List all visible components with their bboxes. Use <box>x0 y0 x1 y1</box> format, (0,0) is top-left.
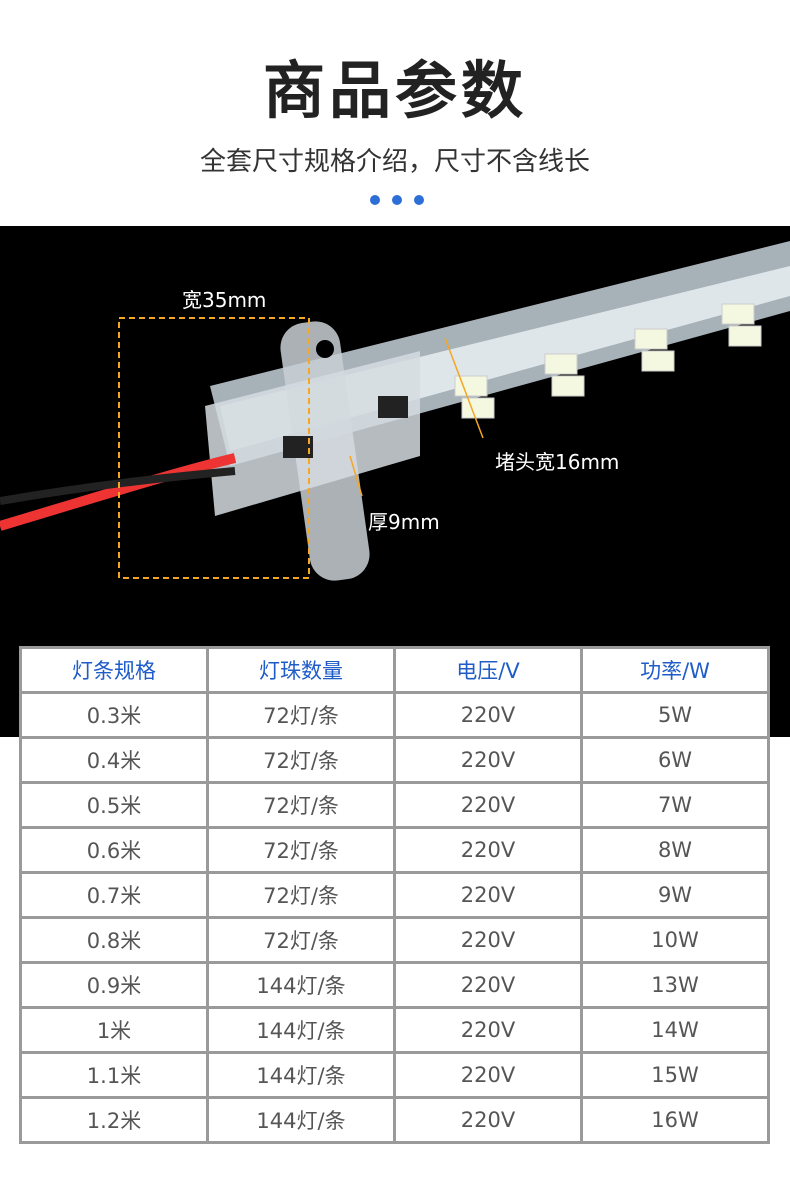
table-cell: 7W <box>580 781 770 829</box>
table-cell: 6W <box>580 736 770 784</box>
table-cell: 220V <box>393 961 583 1009</box>
table-cell: 144灯/条 <box>206 961 396 1009</box>
led-strip-image <box>0 241 790 581</box>
table-cell: 220V <box>393 1006 583 1054</box>
page-title: 商品参数 <box>262 54 527 127</box>
column-header: 灯珠数量 <box>206 646 396 694</box>
table-cell: 72灯/条 <box>206 826 396 874</box>
table-cell: 0.5米 <box>19 781 209 829</box>
table-cell: 220V <box>393 916 583 964</box>
table-cell: 15W <box>580 1051 770 1099</box>
table-cell: 144灯/条 <box>206 1006 396 1054</box>
table-cell: 220V <box>393 1096 583 1144</box>
table-cell: 5W <box>580 691 770 739</box>
table-cell: 220V <box>393 871 583 919</box>
table-cell: 14W <box>580 1006 770 1054</box>
column-header: 功率/W <box>580 646 770 694</box>
table-cell: 1.1米 <box>19 1051 209 1099</box>
column-header: 电压/V <box>393 646 583 694</box>
table-cell: 220V <box>393 736 583 784</box>
table-cell: 0.6米 <box>19 826 209 874</box>
table-cell: 13W <box>580 961 770 1009</box>
table-cell: 72灯/条 <box>206 871 396 919</box>
table-cell: 220V <box>393 1051 583 1099</box>
table-cell: 72灯/条 <box>206 916 396 964</box>
table-cell: 72灯/条 <box>206 781 396 829</box>
decorative-dots <box>370 195 424 205</box>
table-cell: 220V <box>393 826 583 874</box>
width-label: 宽35mm <box>182 288 267 312</box>
table-cell: 0.9米 <box>19 961 209 1009</box>
table-cell: 16W <box>580 1096 770 1144</box>
table-cell: 1.2米 <box>19 1096 209 1144</box>
thickness-label: 厚9mm <box>368 510 440 534</box>
table-cell: 0.7米 <box>19 871 209 919</box>
table-cell: 8W <box>580 826 770 874</box>
column-header: 灯条规格 <box>19 646 209 694</box>
table-cell: 72灯/条 <box>206 691 396 739</box>
table-cell: 10W <box>580 916 770 964</box>
table-cell: 220V <box>393 781 583 829</box>
table-cell: 220V <box>393 691 583 739</box>
table-cell: 9W <box>580 871 770 919</box>
table-cell: 144灯/条 <box>206 1051 396 1099</box>
table-cell: 72灯/条 <box>206 736 396 784</box>
table-cell: 0.4米 <box>19 736 209 784</box>
page-subtitle: 全套尺寸规格介绍，尺寸不含线长 <box>199 147 590 177</box>
table-cell: 1米 <box>19 1006 209 1054</box>
cap-width-label: 堵头宽16mm <box>495 450 620 474</box>
table-cell: 144灯/条 <box>206 1096 396 1144</box>
table-cell: 0.8米 <box>19 916 209 964</box>
table-cell: 0.3米 <box>19 691 209 739</box>
